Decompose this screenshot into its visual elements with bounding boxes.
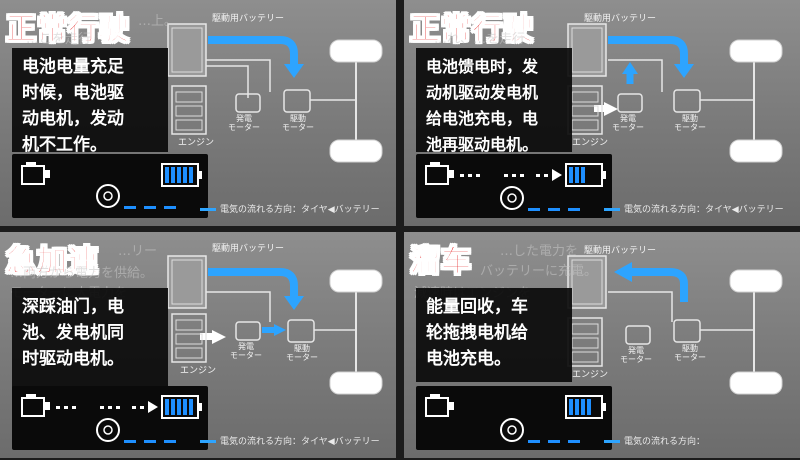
drive-motor-label: 駆動 モーター (286, 344, 318, 362)
battery-label: 駆動用バッテリー (212, 14, 285, 24)
flow-legend: 電気の流れる方向：タイヤ◀バッテリー (604, 202, 784, 215)
flow-line-icon (200, 208, 216, 211)
engine-label: エンジン (180, 366, 217, 376)
drivetrain-diagram (167, 255, 383, 395)
description-line: 电池馈电时，发 (426, 57, 539, 76)
generator-label: 発電 モーター (228, 114, 260, 132)
flow-line-icon (200, 440, 216, 443)
background-caption: …れ、…を走行 (434, 32, 526, 47)
description-line: 机不工作。 (22, 135, 107, 155)
description-line: 动机驱动发电机 (426, 83, 539, 102)
background-caption: …リー (118, 244, 158, 259)
flow-line-icon (604, 440, 620, 443)
battery-gauge-icon (161, 395, 202, 419)
panel-regeneration: 溜车 …した電力を バッテリーに充電。 減速時はエンジンを 能量回收，车 轮拖拽… (404, 232, 800, 458)
panel-title: 溜车 (410, 244, 472, 280)
description-line: 能量回收，车 (426, 297, 528, 317)
background-caption: …した電力を (500, 244, 579, 259)
description-box: 电池馈电时，发 动机驱动发电机 给电池充电，电 池再驱动电机。 (416, 48, 572, 154)
legend-text: 電気の流れる方向：タイヤ◀バッテリー (624, 205, 784, 215)
battery-gauge-icon (565, 395, 606, 419)
generator-label: 発電 モーター (230, 342, 262, 360)
description-line: 电池充电。 (426, 349, 511, 369)
description-line: 时驱动电机。 (22, 349, 124, 369)
battery-label: 駆動用バッテリー (212, 244, 285, 254)
generator-label: 発電 モーター (612, 114, 644, 132)
description-line: 轮拖拽电机给 (426, 323, 528, 343)
description-box: 能量回收，车 轮拖拽电机给 电池充电。 (416, 288, 572, 382)
engine-icon (21, 162, 50, 185)
legend-text: 電気の流れる方向：タイヤ◀バッテリー (220, 205, 380, 215)
engine-label: エンジン (572, 138, 609, 148)
description-line: 池再驱动电机。 (426, 135, 539, 154)
battery-gauge-icon (161, 163, 202, 187)
panel-acceleration: 急加速 …リー …両方から電力を供給。 モーターに大電力を 深踩油门，电 池、发… (0, 232, 396, 458)
flow-legend: 電気の流れる方向：タイヤ◀バッテリー (200, 202, 380, 215)
panel-normal-series: 正常行驶 …れ、…を走行 电池馈电时，发 动机驱动发电机 给电池充电，电 池再驱… (404, 0, 800, 226)
status-display (416, 154, 612, 218)
background-caption: …上。 (138, 14, 178, 29)
description-box: 深踩油门，电 池、发电机同 时驱动电机。 (12, 288, 168, 392)
status-display (416, 386, 612, 450)
legend-text: 電気の流れる方向： (624, 437, 706, 447)
background-caption: …両方から電力を供給。 (10, 266, 154, 281)
drivetrain-diagram (567, 255, 783, 395)
legend-text: 電気の流れる方向：タイヤ◀バッテリー (220, 437, 380, 447)
panel-title: 正常行驶 (6, 12, 130, 48)
panel-title: 急加速 (6, 244, 99, 280)
engine-icon (425, 162, 454, 185)
background-caption: バッテリーに充電。 (480, 264, 598, 279)
flow-line-icon (604, 208, 620, 211)
flow-legend: 電気の流れる方向：タイヤ◀バッテリー (200, 434, 380, 447)
description-line: 深踩油门，电 (22, 297, 124, 317)
panel-normal-ev: 正常行驶 …上。 …こを走行 电池电量充足 时候，电池驱 动电机，发动 机不工作… (0, 0, 396, 226)
status-display (12, 386, 208, 450)
drivetrain-diagram (567, 23, 783, 163)
drive-motor-label: 駆動 モーター (674, 344, 706, 362)
description-line: 电池电量充足 (22, 57, 124, 77)
wheel-icon (500, 418, 524, 442)
drive-motor-label: 駆動 モーター (674, 114, 706, 132)
description-line: 时候，电池驱 (22, 83, 124, 103)
description-box: 电池电量充足 时候，电池驱 动电机，发动 机不工作。 (12, 48, 168, 155)
engine-label: エンジン (572, 370, 609, 380)
description-line: 池、发电机同 (22, 323, 124, 343)
background-caption: …こを走行 (26, 32, 92, 47)
status-display (12, 154, 208, 218)
drivetrain-diagram (167, 23, 383, 163)
drive-motor-label: 駆動 モーター (282, 114, 314, 132)
generator-label: 発電 モーター (620, 346, 652, 364)
wheel-icon (96, 184, 120, 208)
battery-label: 駆動用バッテリー (584, 14, 657, 24)
engine-icon (425, 394, 454, 417)
battery-label: 駆動用バッテリー (584, 246, 657, 256)
engine-label: エンジン (178, 138, 215, 148)
wheel-icon (500, 186, 524, 210)
panel-title: 正常行驶 (410, 12, 534, 48)
wheel-icon (96, 418, 120, 442)
description-line: 给电池充电，电 (426, 109, 539, 128)
engine-icon (21, 394, 50, 417)
battery-gauge-icon (565, 163, 606, 187)
description-line: 动电机，发动 (22, 109, 124, 129)
flow-legend: 電気の流れる方向： (604, 434, 705, 447)
